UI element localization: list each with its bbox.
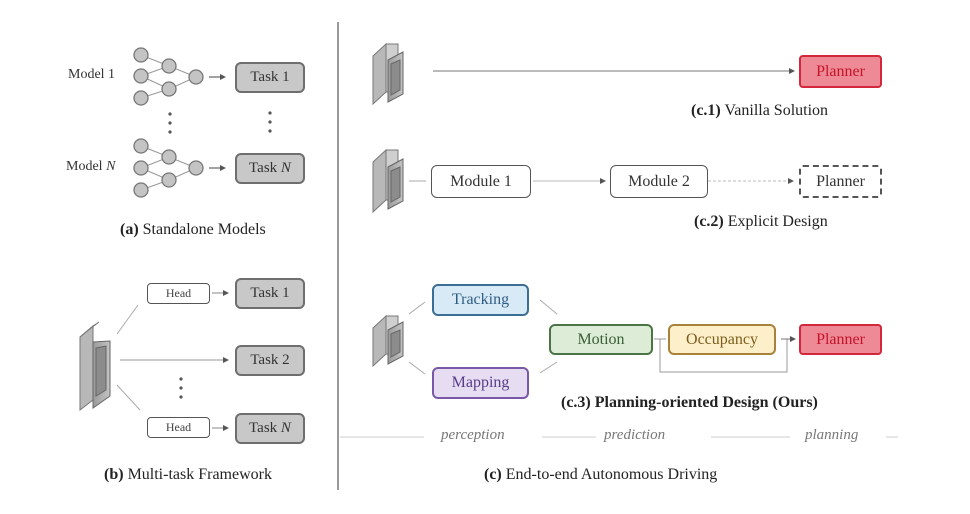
stage-prediction: prediction xyxy=(604,427,666,443)
stage-planning: planning xyxy=(805,427,859,443)
task-n-box-a: Task N xyxy=(235,153,305,184)
caption-c-prefix: (c) xyxy=(484,466,502,483)
caption-a: (a) Standalone Models xyxy=(120,221,266,239)
head-box-1: Head xyxy=(147,283,210,304)
task-n-box-b: Task N xyxy=(235,413,305,444)
encoder-icon-c3 xyxy=(372,314,404,368)
module-2-box: Module 2 xyxy=(610,165,708,198)
planner-box-c3: Planner xyxy=(799,324,882,355)
caption-b-prefix: (b) xyxy=(104,466,124,483)
module-1-box: Module 1 xyxy=(431,165,531,198)
caption-c3: (c.3) Planning-oriented Design (Ours) xyxy=(561,394,818,411)
motion-to-occupancy-connector xyxy=(654,338,788,373)
caption-c2-prefix: (c.2) xyxy=(694,213,724,230)
head-box-2: Head xyxy=(147,417,210,438)
model-n-label: Model N xyxy=(66,159,115,175)
caption-c2-text: Explicit Design xyxy=(727,213,828,230)
task-1-box-a: Task 1 xyxy=(235,62,305,93)
caption-c: (c) End-to-end Autonomous Driving xyxy=(484,466,717,484)
caption-c2: (c.2) Explicit Design xyxy=(694,213,828,231)
caption-c1-text: Vanilla Solution xyxy=(724,102,829,119)
caption-b-text: Multi-task Framework xyxy=(127,466,272,483)
caption-b: (b) Multi-task Framework xyxy=(104,466,272,484)
caption-c1: (c.1) Vanilla Solution xyxy=(691,102,828,120)
encoder-icon-c1 xyxy=(372,42,404,106)
encoder-icon-c2 xyxy=(372,148,404,214)
planner-box-c2: Planner xyxy=(799,165,882,198)
caption-a-text: Standalone Models xyxy=(142,221,266,238)
ellipsis-dots xyxy=(168,111,272,134)
occupancy-box: Occupancy xyxy=(668,324,776,355)
model-n-text: Model N xyxy=(66,159,116,174)
task-1-box-b: Task 1 xyxy=(235,278,305,309)
model-1-label: Model 1 xyxy=(68,67,116,82)
task-n-text-b: Task N xyxy=(249,420,291,436)
caption-c1-prefix: (c.1) xyxy=(691,102,721,119)
stage-perception: perception xyxy=(441,427,505,443)
task-n-text: Task N xyxy=(249,160,291,176)
planner-box-c1: Planner xyxy=(799,55,882,88)
mapping-box: Mapping xyxy=(432,367,529,399)
motion-box: Motion xyxy=(549,324,653,355)
caption-a-prefix: (a) xyxy=(120,221,139,238)
encoder-icon-b xyxy=(79,321,111,412)
caption-c-text: End-to-end Autonomous Driving xyxy=(505,466,718,483)
neural-net-icon-model-n xyxy=(133,138,204,198)
tracking-box: Tracking xyxy=(432,284,529,316)
task-2-box-b: Task 2 xyxy=(235,345,305,376)
neural-net-icon-model-1 xyxy=(133,47,204,106)
